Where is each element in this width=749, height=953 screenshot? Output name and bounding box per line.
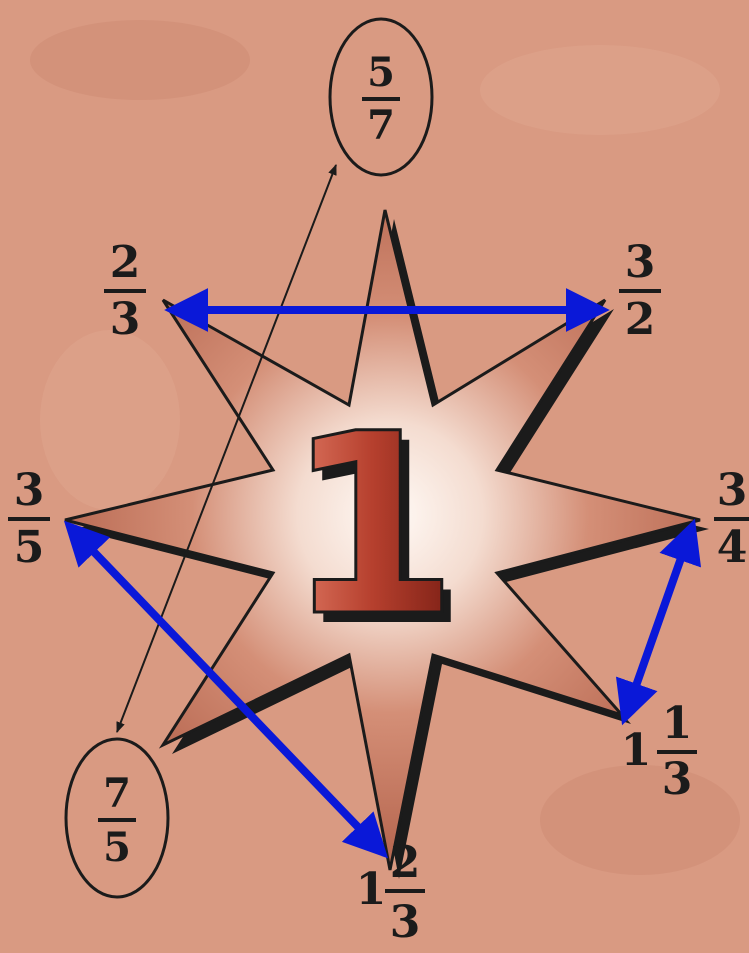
svg-text:7: 7 <box>103 770 131 817</box>
svg-text:7: 7 <box>367 102 395 149</box>
fraction-7-5: 7 5 <box>98 770 136 871</box>
svg-text:3: 3 <box>717 465 748 516</box>
svg-text:5: 5 <box>367 49 395 96</box>
svg-text:4: 4 <box>717 522 748 573</box>
svg-text:1: 1 <box>662 698 693 749</box>
blue-arrow-3-4-to-1-1-3 <box>625 527 692 717</box>
center-digit-one: 1 1 <box>285 380 468 681</box>
fraction-3-2: 3 2 <box>619 237 661 345</box>
mixed-fraction-1-2-3: 1 2 3 <box>356 837 425 948</box>
svg-text:3: 3 <box>625 237 656 288</box>
svg-text:2: 2 <box>110 237 141 288</box>
svg-text:3: 3 <box>110 294 141 345</box>
svg-text:3: 3 <box>14 465 45 516</box>
svg-text:1: 1 <box>285 380 459 671</box>
svg-text:5: 5 <box>14 522 45 573</box>
svg-text:1: 1 <box>356 864 387 915</box>
fraction-3-4: 3 4 <box>714 465 749 573</box>
fraction-3-5: 3 5 <box>8 465 50 573</box>
svg-text:1: 1 <box>621 725 652 776</box>
svg-text:3: 3 <box>662 754 693 805</box>
svg-text:5: 5 <box>103 824 131 871</box>
fraction-2-3: 2 3 <box>104 237 146 345</box>
svg-text:2: 2 <box>390 837 421 888</box>
svg-text:3: 3 <box>390 897 421 948</box>
svg-text:2: 2 <box>625 294 656 345</box>
fraction-5-7: 5 7 <box>362 49 400 149</box>
